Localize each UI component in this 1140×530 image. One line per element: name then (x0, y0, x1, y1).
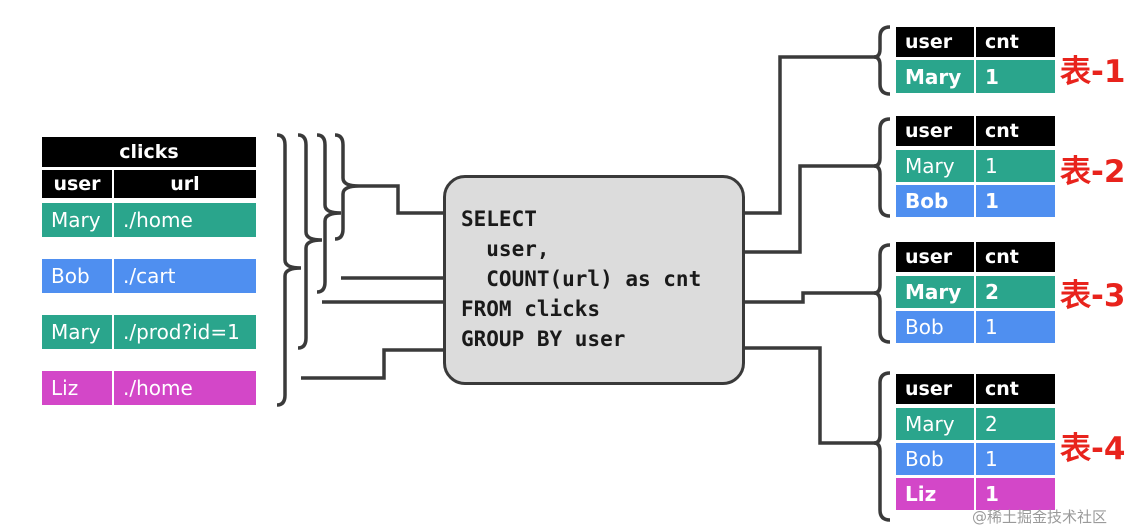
result-3-row-1-cnt: 1 (976, 311, 1055, 343)
result-3-row-0-cnt: 2 (976, 276, 1055, 308)
source-row-3-user: Liz (42, 371, 112, 405)
result-1-row-0-user: Mary (896, 60, 974, 93)
result-3-row-1-user: Bob (896, 311, 974, 343)
source-table-title: clicks (42, 137, 256, 167)
source-row-3-url: ./home (114, 371, 256, 405)
left-brace-2 (316, 133, 342, 294)
result-2-row-0-user: Mary (896, 150, 974, 182)
right-brace-4 (873, 371, 891, 522)
source-row-0-url: ./home (114, 203, 256, 237)
left-connector-4 (301, 348, 443, 380)
result-4-row-0-cnt: 2 (976, 408, 1055, 440)
result-3-label: 表-3 (1060, 278, 1126, 314)
left-brace-3 (297, 133, 323, 350)
result-2-row-1-user: Bob (896, 185, 974, 217)
source-col-user: user (42, 170, 112, 198)
source-row-1-user: Bob (42, 259, 112, 293)
result-2-label: 表-2 (1060, 154, 1126, 190)
right-brace-3 (873, 243, 891, 344)
result-1-col-user: user (896, 27, 974, 57)
source-row-2-user: Mary (42, 315, 112, 349)
result-4-row-1-user: Bob (896, 443, 974, 475)
left-connector-1 (359, 184, 443, 215)
result-4-row-2-cnt: 1 (976, 478, 1055, 510)
query-line-4: GROUP BY user (461, 327, 626, 351)
result-3-row-0-user: Mary (896, 276, 974, 308)
source-row-2-url: ./prod?id=1 (114, 315, 256, 349)
right-connector-4 (745, 346, 878, 445)
result-4-label: 表-4 (1060, 431, 1126, 467)
result-2-col-user: user (896, 116, 974, 146)
source-col-url: url (114, 170, 256, 198)
query-line-0: SELECT (461, 207, 537, 231)
result-4-col-user: user (896, 374, 974, 404)
right-connector-2 (745, 164, 878, 254)
right-connector-3 (745, 291, 878, 304)
result-4-col-cnt: cnt (976, 374, 1055, 404)
result-1-label: 表-1 (1060, 54, 1126, 90)
right-connector-1 (745, 55, 878, 215)
result-4-row-0-user: Mary (896, 408, 974, 440)
result-3-col-user: user (896, 242, 974, 272)
result-1-col-cnt: cnt (976, 27, 1055, 57)
left-brace-1 (334, 133, 360, 241)
result-1-row-0-cnt: 1 (976, 60, 1055, 93)
result-4-row-2-user: Liz (896, 478, 974, 510)
result-2-row-0-cnt: 1 (976, 150, 1055, 182)
right-brace-1 (873, 25, 891, 96)
source-row-0-user: Mary (42, 203, 112, 237)
result-2-row-1-cnt: 1 (976, 185, 1055, 217)
result-3-col-cnt: cnt (976, 242, 1055, 272)
right-brace-2 (873, 117, 891, 218)
result-4-row-1-cnt: 1 (976, 443, 1055, 475)
watermark: @稀土掘金技术社区 (972, 508, 1108, 526)
query-line-3: FROM clicks (461, 297, 601, 321)
query-line-2: COUNT(url) as cnt (461, 267, 702, 291)
result-2-col-cnt: cnt (976, 116, 1055, 146)
left-brace-4 (276, 133, 302, 407)
source-row-1-url: ./cart (114, 259, 256, 293)
query-box (443, 175, 745, 385)
query-line-1: user, (461, 237, 550, 261)
